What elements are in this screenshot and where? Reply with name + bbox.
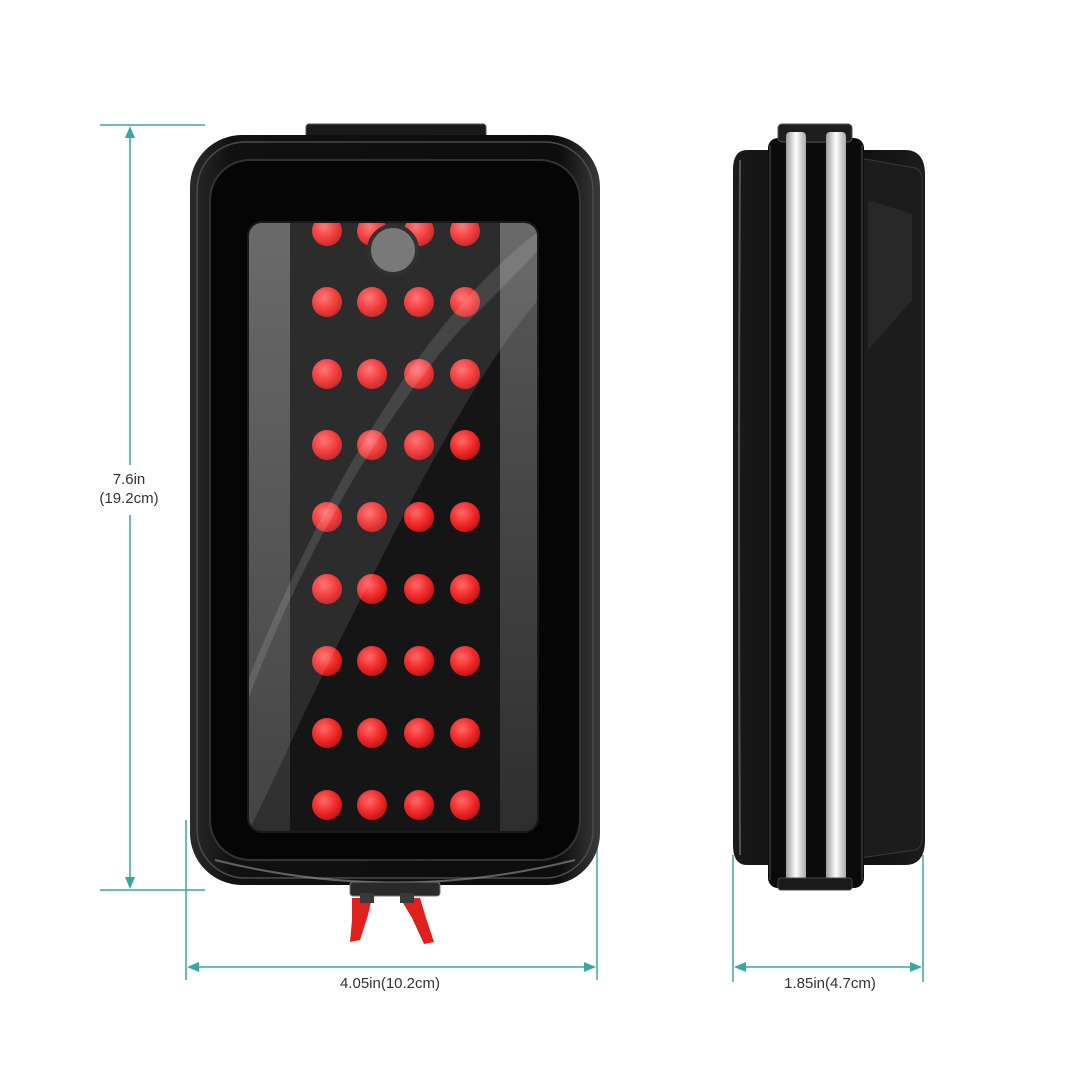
silver-stripe-left — [786, 132, 806, 888]
red-buckle-clip — [350, 893, 434, 944]
case-front-view — [190, 123, 600, 897]
camera-hole — [367, 224, 419, 276]
width-label: 4.05in(10.2cm) — [339, 975, 441, 992]
silver-stripe-right — [826, 132, 846, 888]
width-dimension-line — [185, 820, 598, 980]
depth-dimension-line — [732, 855, 924, 982]
red-led-array — [312, 222, 480, 820]
height-label: 7.6in (19.2cm) — [84, 470, 174, 508]
height-inches: 7.6in — [112, 471, 146, 488]
height-dimension-line — [100, 124, 205, 891]
height-centimeters: (19.2cm) — [99, 490, 159, 507]
case-side-view — [733, 123, 925, 891]
depth-label: 1.85in(4.7cm) — [784, 975, 876, 992]
